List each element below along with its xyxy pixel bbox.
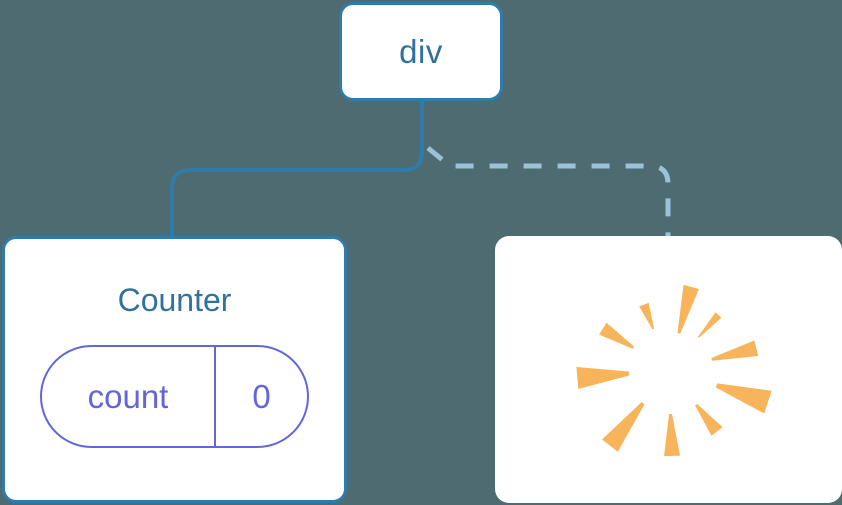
sparkle-ray-9: [598, 322, 634, 349]
sparkle-ray-2: [697, 311, 721, 338]
sparkle-ray-5: [694, 403, 723, 436]
sparkle-ray-4: [715, 382, 772, 414]
sparkle-ray-3: [710, 339, 758, 361]
state-value-label: 0: [252, 378, 271, 415]
root-node-label: div: [399, 33, 443, 70]
node-root-div[interactable]: div: [339, 2, 503, 101]
state-pill-count[interactable]: count 0: [40, 345, 309, 448]
node-sparkle[interactable]: [495, 236, 842, 503]
sparkle-ray-10: [638, 302, 654, 329]
edge-root-to-counter: [170, 99, 424, 238]
node-counter[interactable]: Counter count 0: [2, 236, 347, 503]
sparkle-ray-7: [601, 401, 645, 452]
sparkle-ray-8: [575, 366, 629, 389]
sparkle-ray-6: [663, 413, 680, 456]
state-key-label: count: [42, 347, 216, 446]
counter-node-title: Counter: [117, 282, 232, 318]
sparkle-burst-icon: [575, 284, 772, 456]
edge-root-to-sparkle: [426, 146, 671, 236]
sparkle-ray-1: [676, 284, 699, 334]
